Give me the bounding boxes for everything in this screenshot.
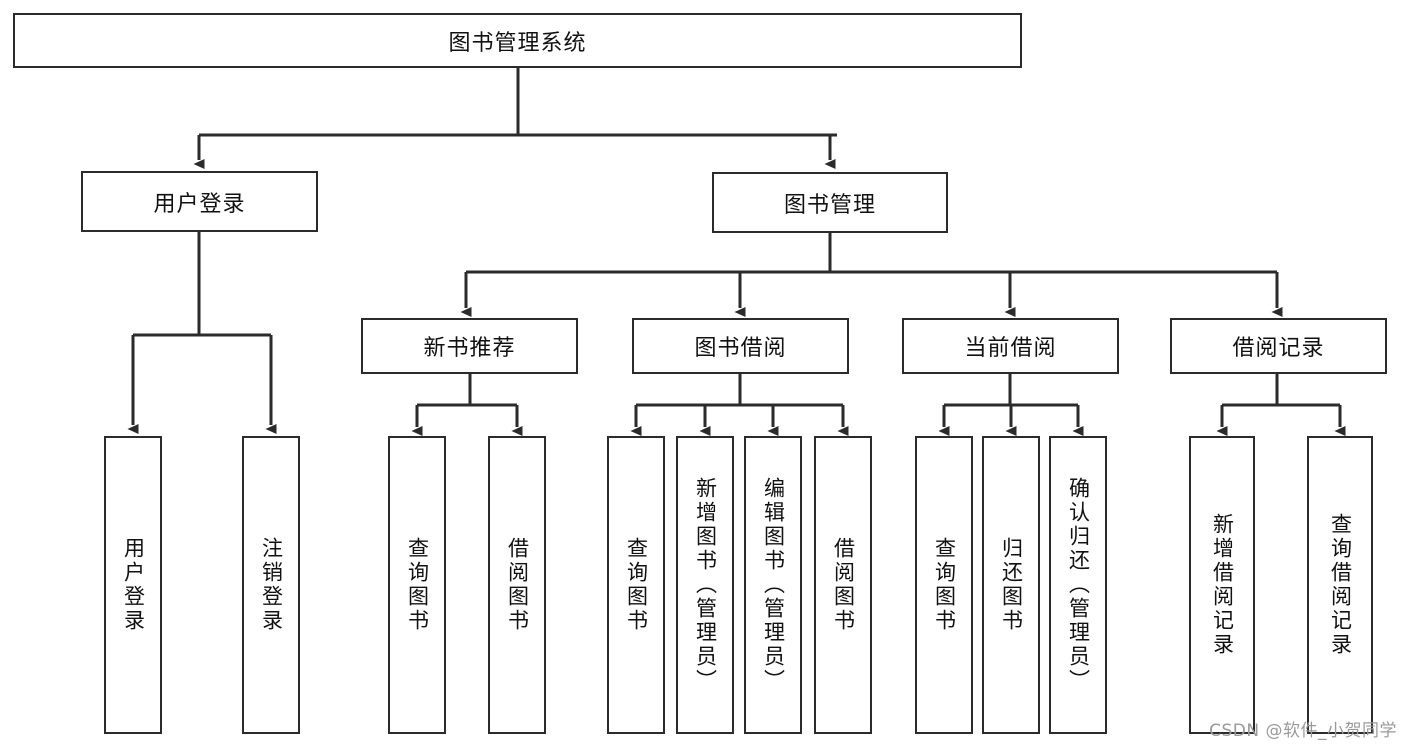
node-root-label: 图书管理系统 (448, 30, 587, 56)
leaf-record-add[interactable]: 新增借阅记录 (1189, 436, 1255, 734)
node-book-borrow-label: 图书借阅 (694, 336, 787, 361)
node-new-book-recommend[interactable]: 新书推荐 (361, 318, 578, 374)
node-current-borrow-label: 当前借阅 (964, 336, 1057, 361)
node-book-management-label: 图书管理 (783, 192, 876, 218)
leaf-label: 归还图书 (999, 537, 1024, 633)
node-user-login[interactable]: 用户登录 (81, 171, 318, 232)
leaf-borrow-borrow-book[interactable]: 借阅图书 (814, 436, 872, 734)
node-current-borrow[interactable]: 当前借阅 (902, 318, 1119, 374)
leaf-new-book-query[interactable]: 查询图书 (388, 436, 446, 734)
leaf-label: 编辑图书（管理员） (761, 477, 786, 693)
node-borrow-record[interactable]: 借阅记录 (1170, 318, 1387, 374)
leaf-borrow-edit-book-admin[interactable]: 编辑图书（管理员） (744, 436, 802, 734)
leaf-label: 新增图书（管理员） (693, 477, 718, 693)
leaf-borrow-query[interactable]: 查询图书 (607, 436, 665, 734)
node-new-book-recommend-label: 新书推荐 (423, 336, 516, 361)
leaf-borrow-add-book-admin[interactable]: 新增图书（管理员） (676, 436, 734, 734)
node-book-borrow[interactable]: 图书借阅 (632, 318, 849, 374)
leaf-label: 查询图书 (932, 537, 957, 633)
leaf-label: 注销登录 (259, 537, 284, 633)
leaf-current-confirm-return-admin[interactable]: 确认归还（管理员） (1049, 436, 1107, 734)
leaf-label: 查询图书 (624, 537, 649, 633)
watermark: CSDN @软件_小贺同学 (1209, 721, 1397, 741)
leaf-label: 查询借阅记录 (1328, 513, 1353, 657)
node-user-login-label: 用户登录 (153, 191, 246, 217)
leaf-label: 新增借阅记录 (1210, 513, 1235, 657)
leaf-user-login-login[interactable]: 用户登录 (104, 436, 162, 734)
leaf-new-book-borrow[interactable]: 借阅图书 (488, 436, 546, 734)
leaf-label: 确认归还（管理员） (1066, 477, 1091, 693)
leaf-current-return[interactable]: 归还图书 (982, 436, 1040, 734)
node-borrow-record-label: 借阅记录 (1232, 336, 1325, 361)
node-root[interactable]: 图书管理系统 (13, 13, 1022, 68)
leaf-label: 借阅图书 (505, 537, 530, 633)
leaf-label: 查询图书 (405, 537, 430, 633)
leaf-current-query[interactable]: 查询图书 (915, 436, 973, 734)
leaf-label: 借阅图书 (831, 537, 856, 633)
node-book-management[interactable]: 图书管理 (712, 172, 948, 233)
leaf-user-login-logout[interactable]: 注销登录 (242, 436, 300, 734)
leaf-record-query[interactable]: 查询借阅记录 (1307, 436, 1373, 734)
leaf-label: 用户登录 (121, 537, 146, 633)
